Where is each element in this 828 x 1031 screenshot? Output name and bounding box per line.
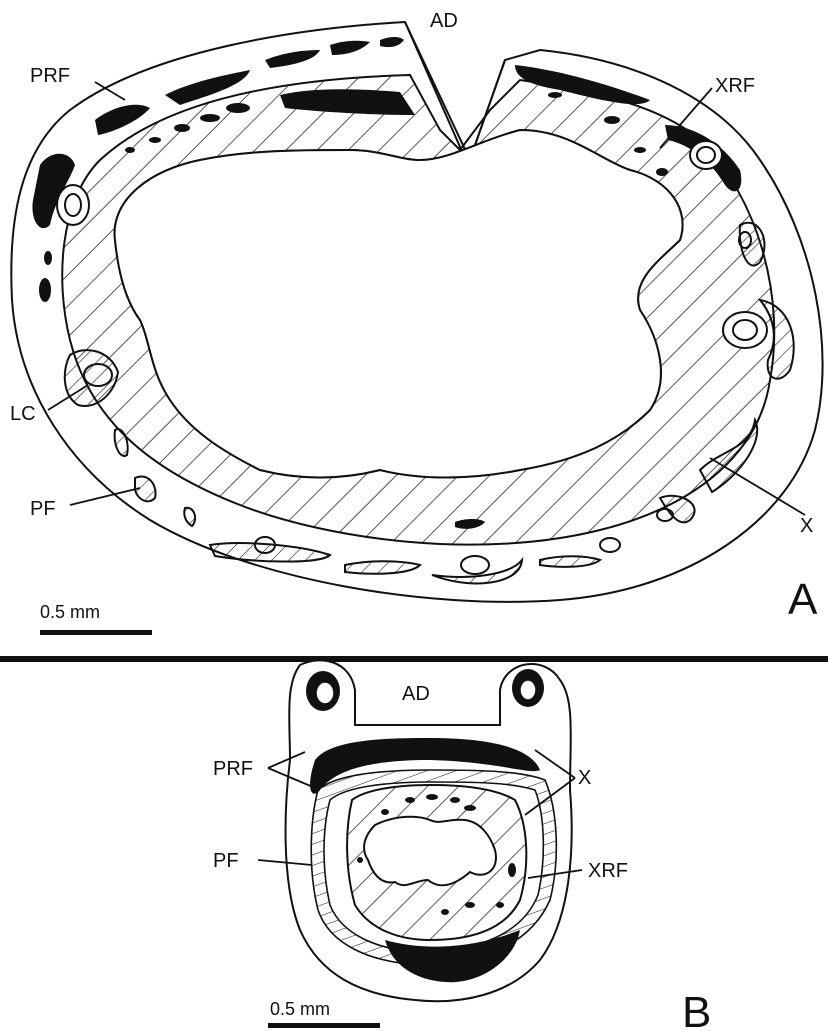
panel-a-label-x: X <box>800 515 813 537</box>
panel-b: AD PRF X PF XRF 0.5 mm B <box>213 660 711 1031</box>
panel-b-label-xrf: XRF <box>588 860 628 882</box>
panel-a: AD PRF XRF LC PF X 0.5 mm A <box>10 10 823 635</box>
panel-a-scale-bar <box>40 630 152 635</box>
panel-b-label-prf: PRF <box>213 758 253 780</box>
panel-a-label-lc: LC <box>10 403 36 425</box>
panel-a-scale-label: 0.5 mm <box>40 602 100 622</box>
panel-b-scale-label: 0.5 mm <box>270 999 330 1019</box>
panel-b-scale-bar <box>268 1023 380 1028</box>
panel-a-label-ad: AD <box>430 10 458 32</box>
panel-divider <box>0 656 828 662</box>
panel-a-lumen <box>115 130 683 478</box>
panel-a-label-pf: PF <box>30 498 56 520</box>
panel-a-letter: A <box>788 575 818 624</box>
panel-a-label-xrf: XRF <box>715 75 755 97</box>
panel-b-label-pf: PF <box>213 850 239 872</box>
panel-b-label-ad: AD <box>402 683 430 705</box>
panel-b-label-x: X <box>578 767 591 789</box>
panel-b-letter: B <box>682 988 711 1031</box>
panel-a-label-prf: PRF <box>30 65 70 87</box>
